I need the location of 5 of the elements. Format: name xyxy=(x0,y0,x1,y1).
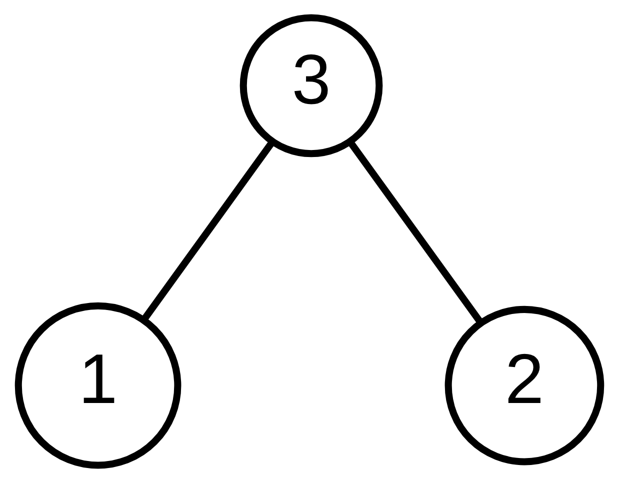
connector xyxy=(141,140,275,322)
node-circle: 3 xyxy=(240,14,383,158)
connector xyxy=(348,140,484,324)
node-circle: 1 xyxy=(14,302,182,469)
node-circle: 2 xyxy=(444,306,604,466)
